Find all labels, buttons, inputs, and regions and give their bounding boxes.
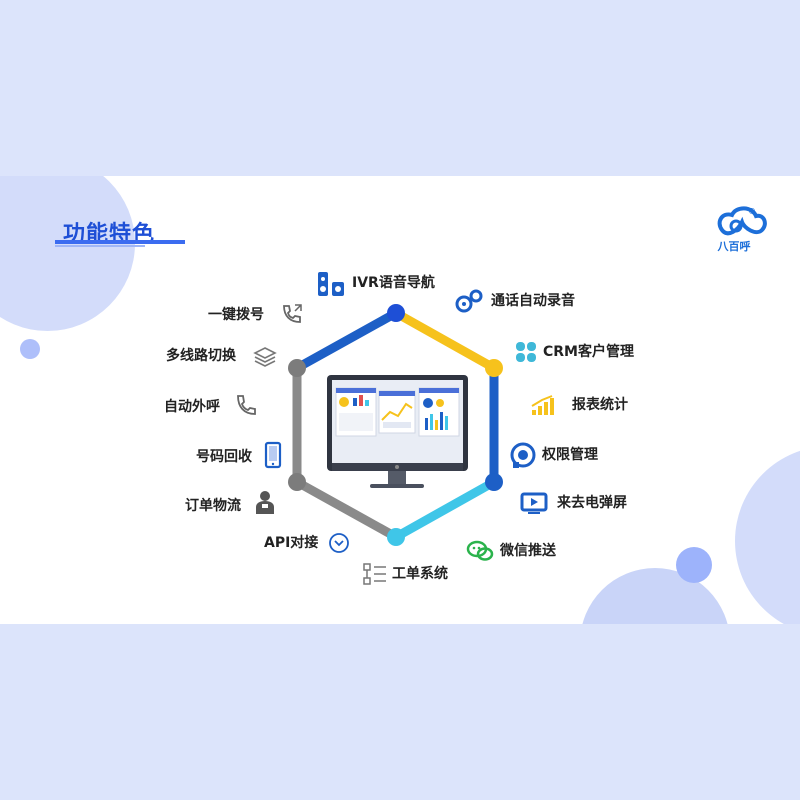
person-icon	[256, 491, 274, 514]
feature-call-recording: 通话自动录音	[491, 293, 575, 309]
feature-one-click-dial: 一键拨号	[208, 307, 264, 323]
feature-crm: CRM客户管理	[543, 344, 634, 360]
screen-play-icon	[520, 492, 548, 514]
feature-auto-outbound: 自动外呼	[164, 399, 220, 415]
feature-report: 报表统计	[572, 397, 628, 413]
mobile-phone-icon	[264, 441, 282, 469]
phone-dial-icon	[283, 304, 302, 323]
title-underline	[55, 240, 185, 247]
feature-api: API对接	[264, 535, 319, 551]
brand-logo-icon	[717, 206, 767, 236]
crm-clover-icon	[516, 342, 536, 362]
bar-chart-icon	[531, 395, 554, 415]
permission-icon	[510, 442, 536, 468]
feature-work-order: 工单系统	[392, 566, 448, 582]
feature-permission: 权限管理	[542, 447, 598, 463]
layers-icon	[253, 347, 277, 367]
feature-ivr: IVR语音导航	[352, 275, 435, 291]
phone-icon	[237, 395, 256, 415]
feature-multi-line: 多线路切换	[166, 348, 236, 364]
workflow-icon	[363, 563, 386, 585]
logo-text: 八百呼	[717, 240, 751, 253]
slide	[0, 176, 800, 624]
bottom-band	[0, 624, 800, 800]
gears-icon	[455, 289, 483, 313]
feature-number-recycle: 号码回收	[196, 449, 252, 465]
chevron-circle-icon	[329, 533, 349, 553]
decor-dot-right	[676, 547, 712, 583]
decor-dot-left	[20, 339, 40, 359]
registered-mark: ®	[748, 207, 756, 216]
feature-screen-popup: 来去电弹屏	[557, 495, 627, 511]
feature-wechat-push: 微信推送	[500, 543, 556, 559]
ivr-speaker-icon	[318, 272, 344, 296]
wechat-icon	[466, 540, 494, 561]
feature-order-logistics: 订单物流	[185, 498, 241, 514]
top-band	[0, 0, 800, 176]
